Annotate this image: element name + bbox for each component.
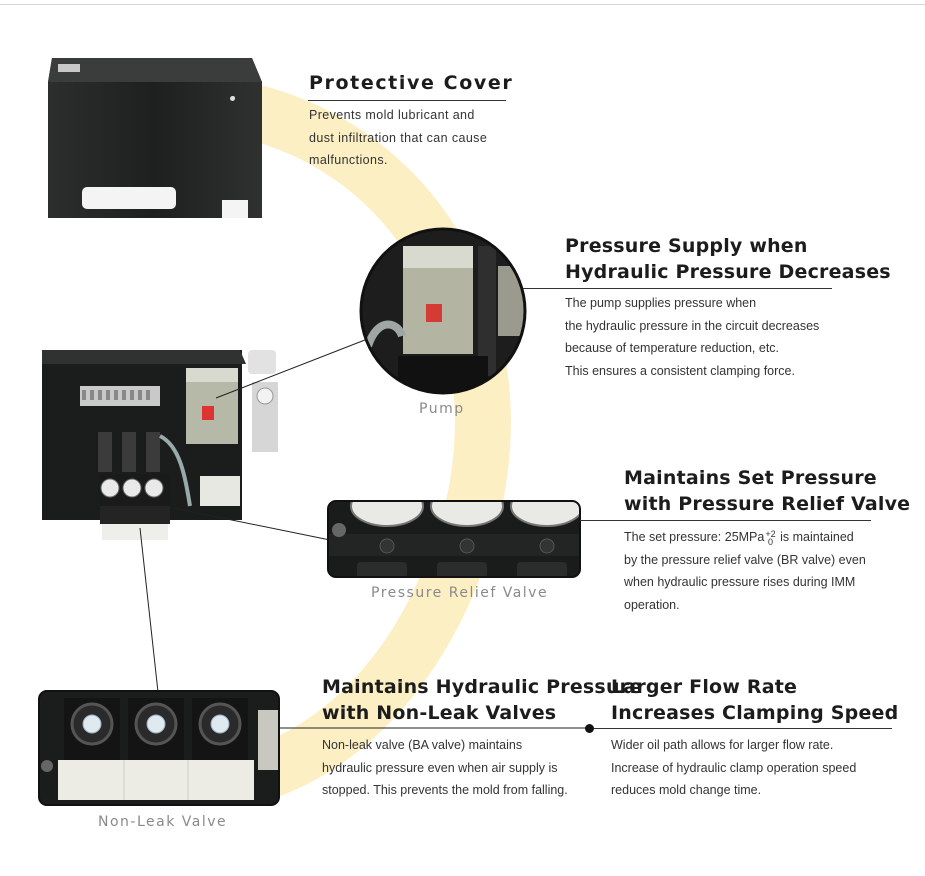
- pump-caption: Pump: [419, 401, 465, 417]
- pump-rule: [523, 288, 832, 289]
- relief-valve-title: Maintains Set Pressure with Pressure Rel…: [624, 467, 911, 515]
- non-leak-valve-zoom-image: [38, 690, 280, 806]
- junction-dot: [585, 724, 594, 733]
- cover-point: [230, 96, 235, 101]
- flow-rate-desc: Wider oil path allows for larger flow ra…: [611, 738, 857, 797]
- flow-rate-title: Larger Flow Rate Increases Clamping Spee…: [611, 676, 899, 724]
- relief-valve-caption: Pressure Relief Valve: [371, 585, 549, 601]
- protective-cover-image: [48, 58, 262, 218]
- hydraulic-unit-image: [42, 350, 278, 540]
- non-leak-desc: Non-leak valve (BA valve) maintains hydr…: [322, 738, 568, 797]
- protective-cover-desc: Prevents mold lubricant and dust infiltr…: [309, 108, 488, 167]
- protective-cover-title: Protective Cover: [309, 72, 514, 94]
- flow-rule: [594, 728, 892, 729]
- top-divider: [0, 4, 925, 5]
- non-leak-valve-caption: Non-Leak Valve: [98, 814, 228, 830]
- protective-cover-rule: [308, 100, 506, 101]
- relief-valve-rule: [580, 520, 871, 521]
- pump-title: Pressure Supply when Hydraulic Pressure …: [565, 235, 891, 283]
- pump-zoom-image: [359, 227, 527, 395]
- relief-valve-zoom-image: [327, 500, 581, 578]
- non-leak-title: Maintains Hydraulic Pressure with Non-Le…: [322, 676, 643, 724]
- pump-desc: The pump supplies pressure when the hydr…: [565, 296, 820, 378]
